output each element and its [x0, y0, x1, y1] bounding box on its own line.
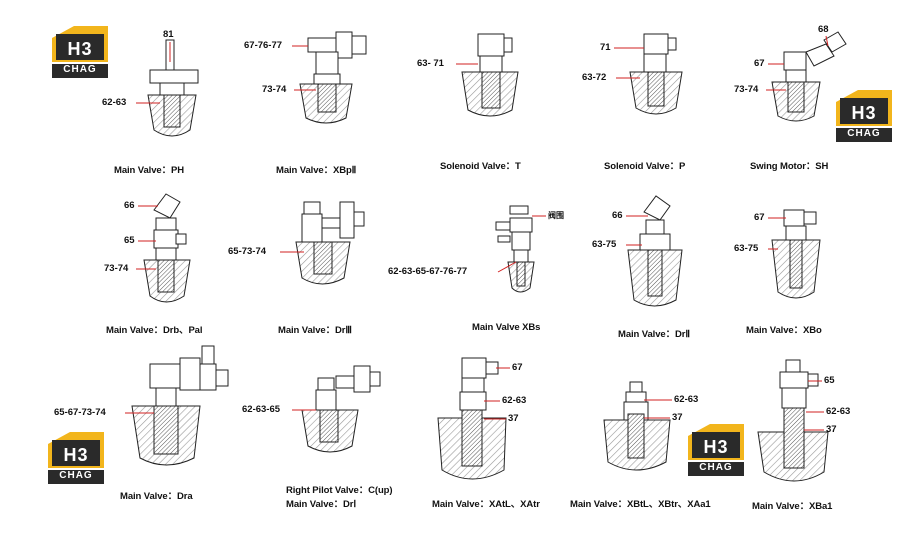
valve-drawing-dr3 — [295, 201, 365, 285]
part-label: 63- 71 — [417, 58, 444, 69]
brand-logo: H3 CHAG — [50, 24, 110, 80]
part-label: 62-63-65-67-76-77 — [388, 266, 468, 277]
part-label: 62-63 — [102, 97, 127, 108]
logo-mark: H3 — [67, 39, 93, 59]
leader-lines — [125, 35, 829, 431]
part-label: 62-63 — [674, 394, 699, 405]
part-label: 62-63 — [502, 395, 527, 406]
part-label: 73-74 — [262, 84, 287, 95]
valve-drawing-xbp2 — [299, 31, 367, 124]
part-label: 81 — [163, 29, 174, 40]
logo-wordmark: CHAG — [699, 462, 733, 473]
part-label: 66 — [124, 200, 135, 211]
caption-xbtl: Main Valve：XBtL、XBtr、XAa1 — [570, 499, 711, 510]
part-label: 65 — [824, 375, 835, 386]
valve-drawing-sol-p — [629, 33, 683, 115]
caption-dr3: Main Valve：DrⅢ — [278, 325, 352, 336]
valve-drawing-sh — [771, 31, 847, 122]
caption-dr1-second: Main Valve：DrⅠ — [286, 499, 357, 510]
brand-logo: H3 CHAG — [46, 430, 106, 486]
valve-drawing-dr2 — [627, 195, 683, 307]
logo-mark: H3 — [63, 445, 89, 465]
logo-wordmark: CHAG — [847, 128, 881, 139]
part-label: 63-75 — [592, 239, 617, 250]
caption-sol-p: Solenoid Valve：P — [604, 161, 686, 172]
part-label: 阀围 — [548, 211, 564, 220]
logo-mark: H3 — [851, 103, 877, 123]
part-label: 73-74 — [104, 263, 129, 274]
valve-drawing-xba1 — [757, 359, 829, 482]
part-label: 71 — [600, 42, 611, 53]
caption-xba1: Main Valve：XBa1 — [752, 501, 833, 512]
logo-wordmark: CHAG — [63, 64, 97, 75]
part-label: 67 — [754, 212, 765, 223]
part-label: 63-75 — [734, 243, 759, 254]
valve-drawing-ph — [147, 39, 199, 137]
caption-drb: Main Valve：Drb、Pal — [106, 325, 203, 336]
caption-xbo: Main Valve：XBo — [746, 325, 822, 336]
caption-dra: Main Valve：Dra — [120, 491, 193, 502]
part-label: 73-74 — [734, 84, 759, 95]
part-label: 63-72 — [582, 72, 607, 83]
valve-drawing-dra — [131, 345, 229, 466]
valve-drawing-xbtl — [603, 381, 671, 471]
part-label: 66 — [612, 210, 623, 221]
part-label: 65-67-73-74 — [54, 407, 106, 418]
part-label: 68 — [818, 24, 829, 35]
logo-mark: H3 — [703, 437, 729, 457]
part-label: 62-63-65 — [242, 404, 281, 415]
part-label: 65-73-74 — [228, 246, 267, 257]
valve-drawing-xbs — [495, 205, 535, 293]
part-label: 37 — [826, 424, 837, 435]
caption-sh: Swing Motor：SH — [750, 161, 829, 172]
caption-dr1: Right Pilot Valve：C(up) — [286, 485, 393, 496]
part-label: 37 — [672, 412, 683, 423]
caption-dr2: Main Valve：DrⅡ — [618, 329, 690, 340]
valve-drawing-drb — [143, 193, 191, 303]
valve-drawing-xbo — [771, 209, 821, 299]
part-label: 62-63 — [826, 406, 851, 417]
part-label: 67 — [512, 362, 523, 373]
part-label: 67-76-77 — [244, 40, 283, 51]
part-label: 65 — [124, 235, 135, 246]
brand-logo: H3 CHAG — [686, 422, 746, 478]
brand-logo: H3 CHAG — [834, 88, 894, 144]
part-label: 37 — [508, 413, 519, 424]
caption-xbp2: Main Valve：XBpⅡ — [276, 165, 357, 176]
caption-sol-t: Solenoid Valve：T — [440, 161, 521, 172]
logo-wordmark: CHAG — [59, 470, 93, 481]
valve-drawing-sol-t — [461, 33, 519, 117]
valve-drawing-xatl — [437, 357, 507, 480]
part-label: 67 — [754, 58, 765, 69]
caption-xatl: Main Valve：XAtL、XAtr — [432, 499, 540, 510]
caption-ph: Main Valve：PH — [114, 165, 184, 176]
caption-xbs: Main Valve XBs — [472, 322, 541, 333]
valve-drawing-dr1 — [301, 365, 381, 453]
